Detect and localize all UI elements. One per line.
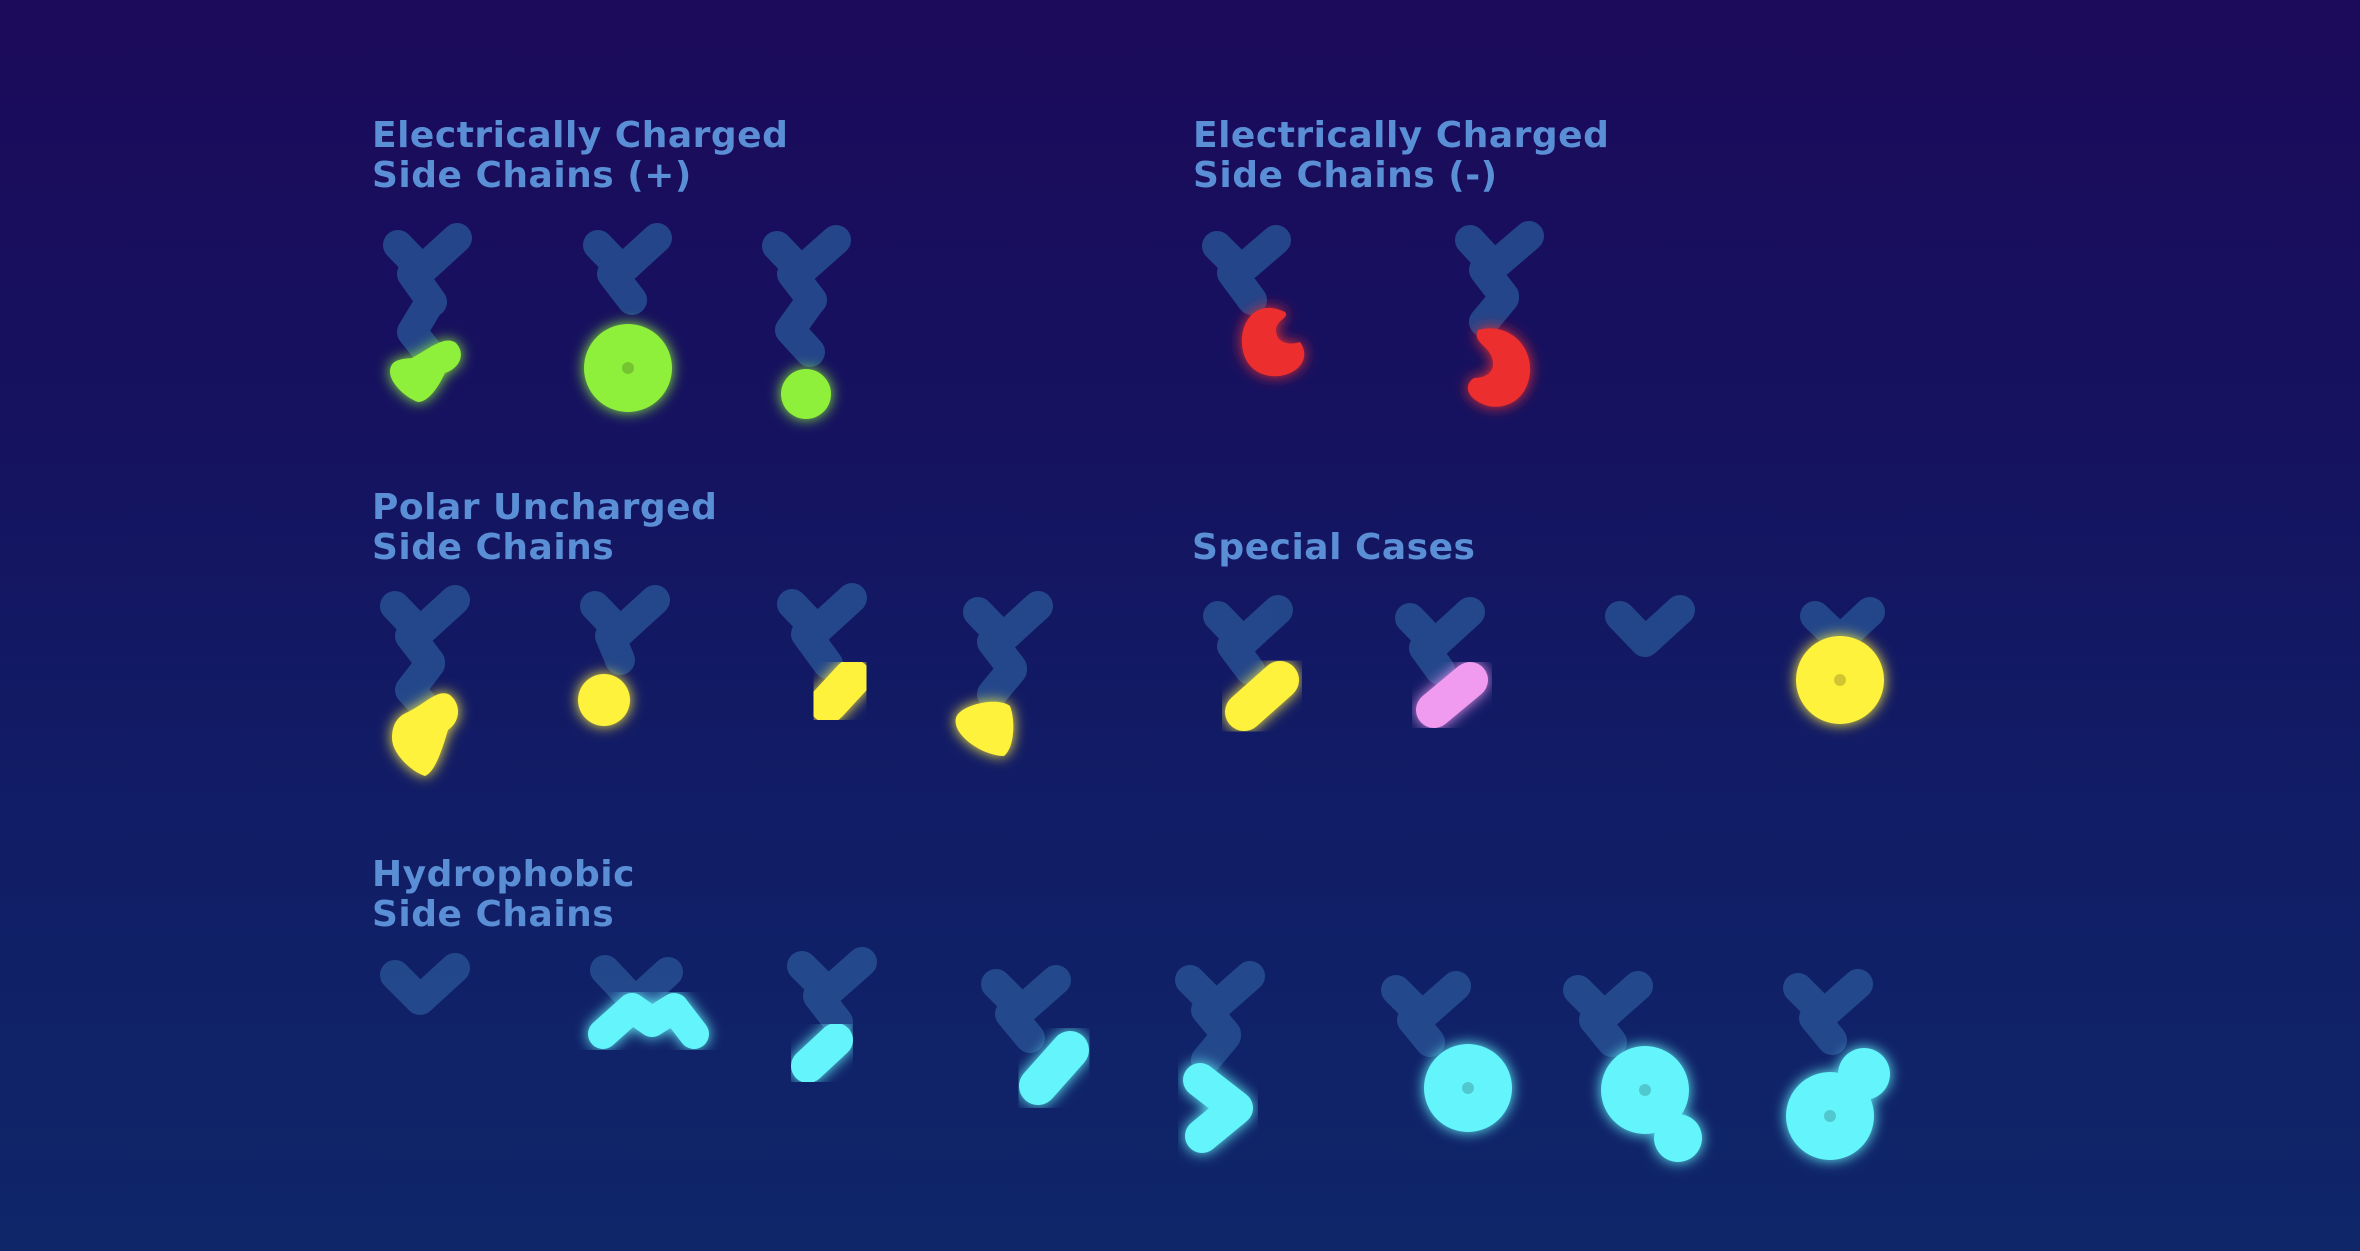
side-chain bbox=[1601, 1046, 1689, 1134]
title-polar-uncharged: Polar Uncharged Side Chains bbox=[372, 487, 718, 568]
backbone bbox=[380, 585, 470, 725]
title-special-cases: Special Cases bbox=[1192, 527, 1476, 568]
molecule-hydrophobic-6 bbox=[1381, 971, 1512, 1132]
side-chain bbox=[1416, 662, 1488, 728]
side-chain bbox=[1654, 1114, 1702, 1162]
backbone bbox=[380, 953, 470, 1015]
side-chain bbox=[1183, 1063, 1253, 1153]
molecule-special-4 bbox=[1796, 597, 1885, 724]
molecule-hydrophobic-8 bbox=[1783, 969, 1890, 1160]
backbone bbox=[1563, 971, 1653, 1057]
molecule-special-3 bbox=[1605, 595, 1695, 657]
backbone bbox=[1175, 961, 1265, 1075]
molecule-hydrophobic-2 bbox=[588, 955, 709, 1049]
backbone bbox=[762, 225, 851, 367]
backbone bbox=[1605, 595, 1695, 657]
side-chain bbox=[588, 993, 709, 1049]
molecule-charged-negative-2 bbox=[1455, 221, 1544, 407]
molecule-special-1 bbox=[1203, 595, 1299, 731]
molecule-hydrophobic-4 bbox=[981, 965, 1089, 1105]
backbone bbox=[1203, 595, 1293, 685]
molecule-hydrophobic-3 bbox=[787, 947, 877, 1083]
molecule-hydrophobic-5 bbox=[1175, 961, 1265, 1153]
backbone bbox=[1395, 597, 1485, 685]
side-chain bbox=[781, 369, 831, 419]
molecule-polar-4 bbox=[955, 591, 1053, 756]
side-chain bbox=[1838, 1048, 1890, 1100]
side-chain bbox=[584, 324, 672, 412]
backbone bbox=[787, 947, 877, 1037]
side-chain bbox=[1225, 661, 1299, 731]
molecule-charged-negative-1 bbox=[1202, 225, 1305, 377]
backbone bbox=[383, 223, 472, 367]
side-chain bbox=[1019, 1031, 1089, 1105]
center-dot bbox=[1824, 1110, 1836, 1122]
molecule-polar-1 bbox=[380, 585, 470, 776]
molecule-charged-positive-2 bbox=[583, 223, 672, 412]
side-chain bbox=[955, 701, 1014, 756]
side-chain bbox=[390, 340, 461, 402]
title-hydrophobic: Hydrophobic Side Chains bbox=[372, 854, 635, 935]
side-chain bbox=[1424, 1044, 1512, 1132]
backbone bbox=[777, 583, 867, 679]
title-charged-negative: Electrically Charged Side Chains (-) bbox=[1193, 115, 1610, 196]
center-dot bbox=[1639, 1084, 1651, 1096]
molecule-hydrophobic-7 bbox=[1563, 971, 1702, 1162]
molecule-polar-2 bbox=[578, 585, 670, 726]
molecule-charged-positive-1 bbox=[383, 223, 472, 402]
backbone bbox=[1783, 969, 1873, 1055]
molecule-polar-3 bbox=[777, 583, 871, 723]
backbone bbox=[981, 965, 1071, 1053]
backbone bbox=[1202, 225, 1291, 315]
center-dot bbox=[1462, 1082, 1474, 1094]
side-chain bbox=[1241, 307, 1305, 377]
molecule-hydrophobic-1 bbox=[380, 953, 470, 1075]
side-chain bbox=[791, 1023, 853, 1083]
side-chain bbox=[809, 659, 871, 723]
molecule-special-2 bbox=[1395, 597, 1488, 728]
backbone bbox=[580, 585, 670, 675]
backbone bbox=[583, 223, 672, 315]
molecule-charged-positive-3 bbox=[762, 225, 851, 419]
center-dot bbox=[622, 362, 634, 374]
side-chain bbox=[392, 693, 459, 776]
side-chain bbox=[1467, 328, 1531, 407]
backbone bbox=[963, 591, 1053, 709]
side-chain bbox=[578, 674, 630, 726]
side-chain bbox=[1796, 636, 1884, 724]
title-charged-positive: Electrically Charged Side Chains (+) bbox=[372, 115, 789, 196]
backbone bbox=[1381, 971, 1471, 1057]
center-dot bbox=[1834, 674, 1846, 686]
backbone bbox=[1455, 221, 1544, 337]
backbone bbox=[1800, 597, 1885, 655]
